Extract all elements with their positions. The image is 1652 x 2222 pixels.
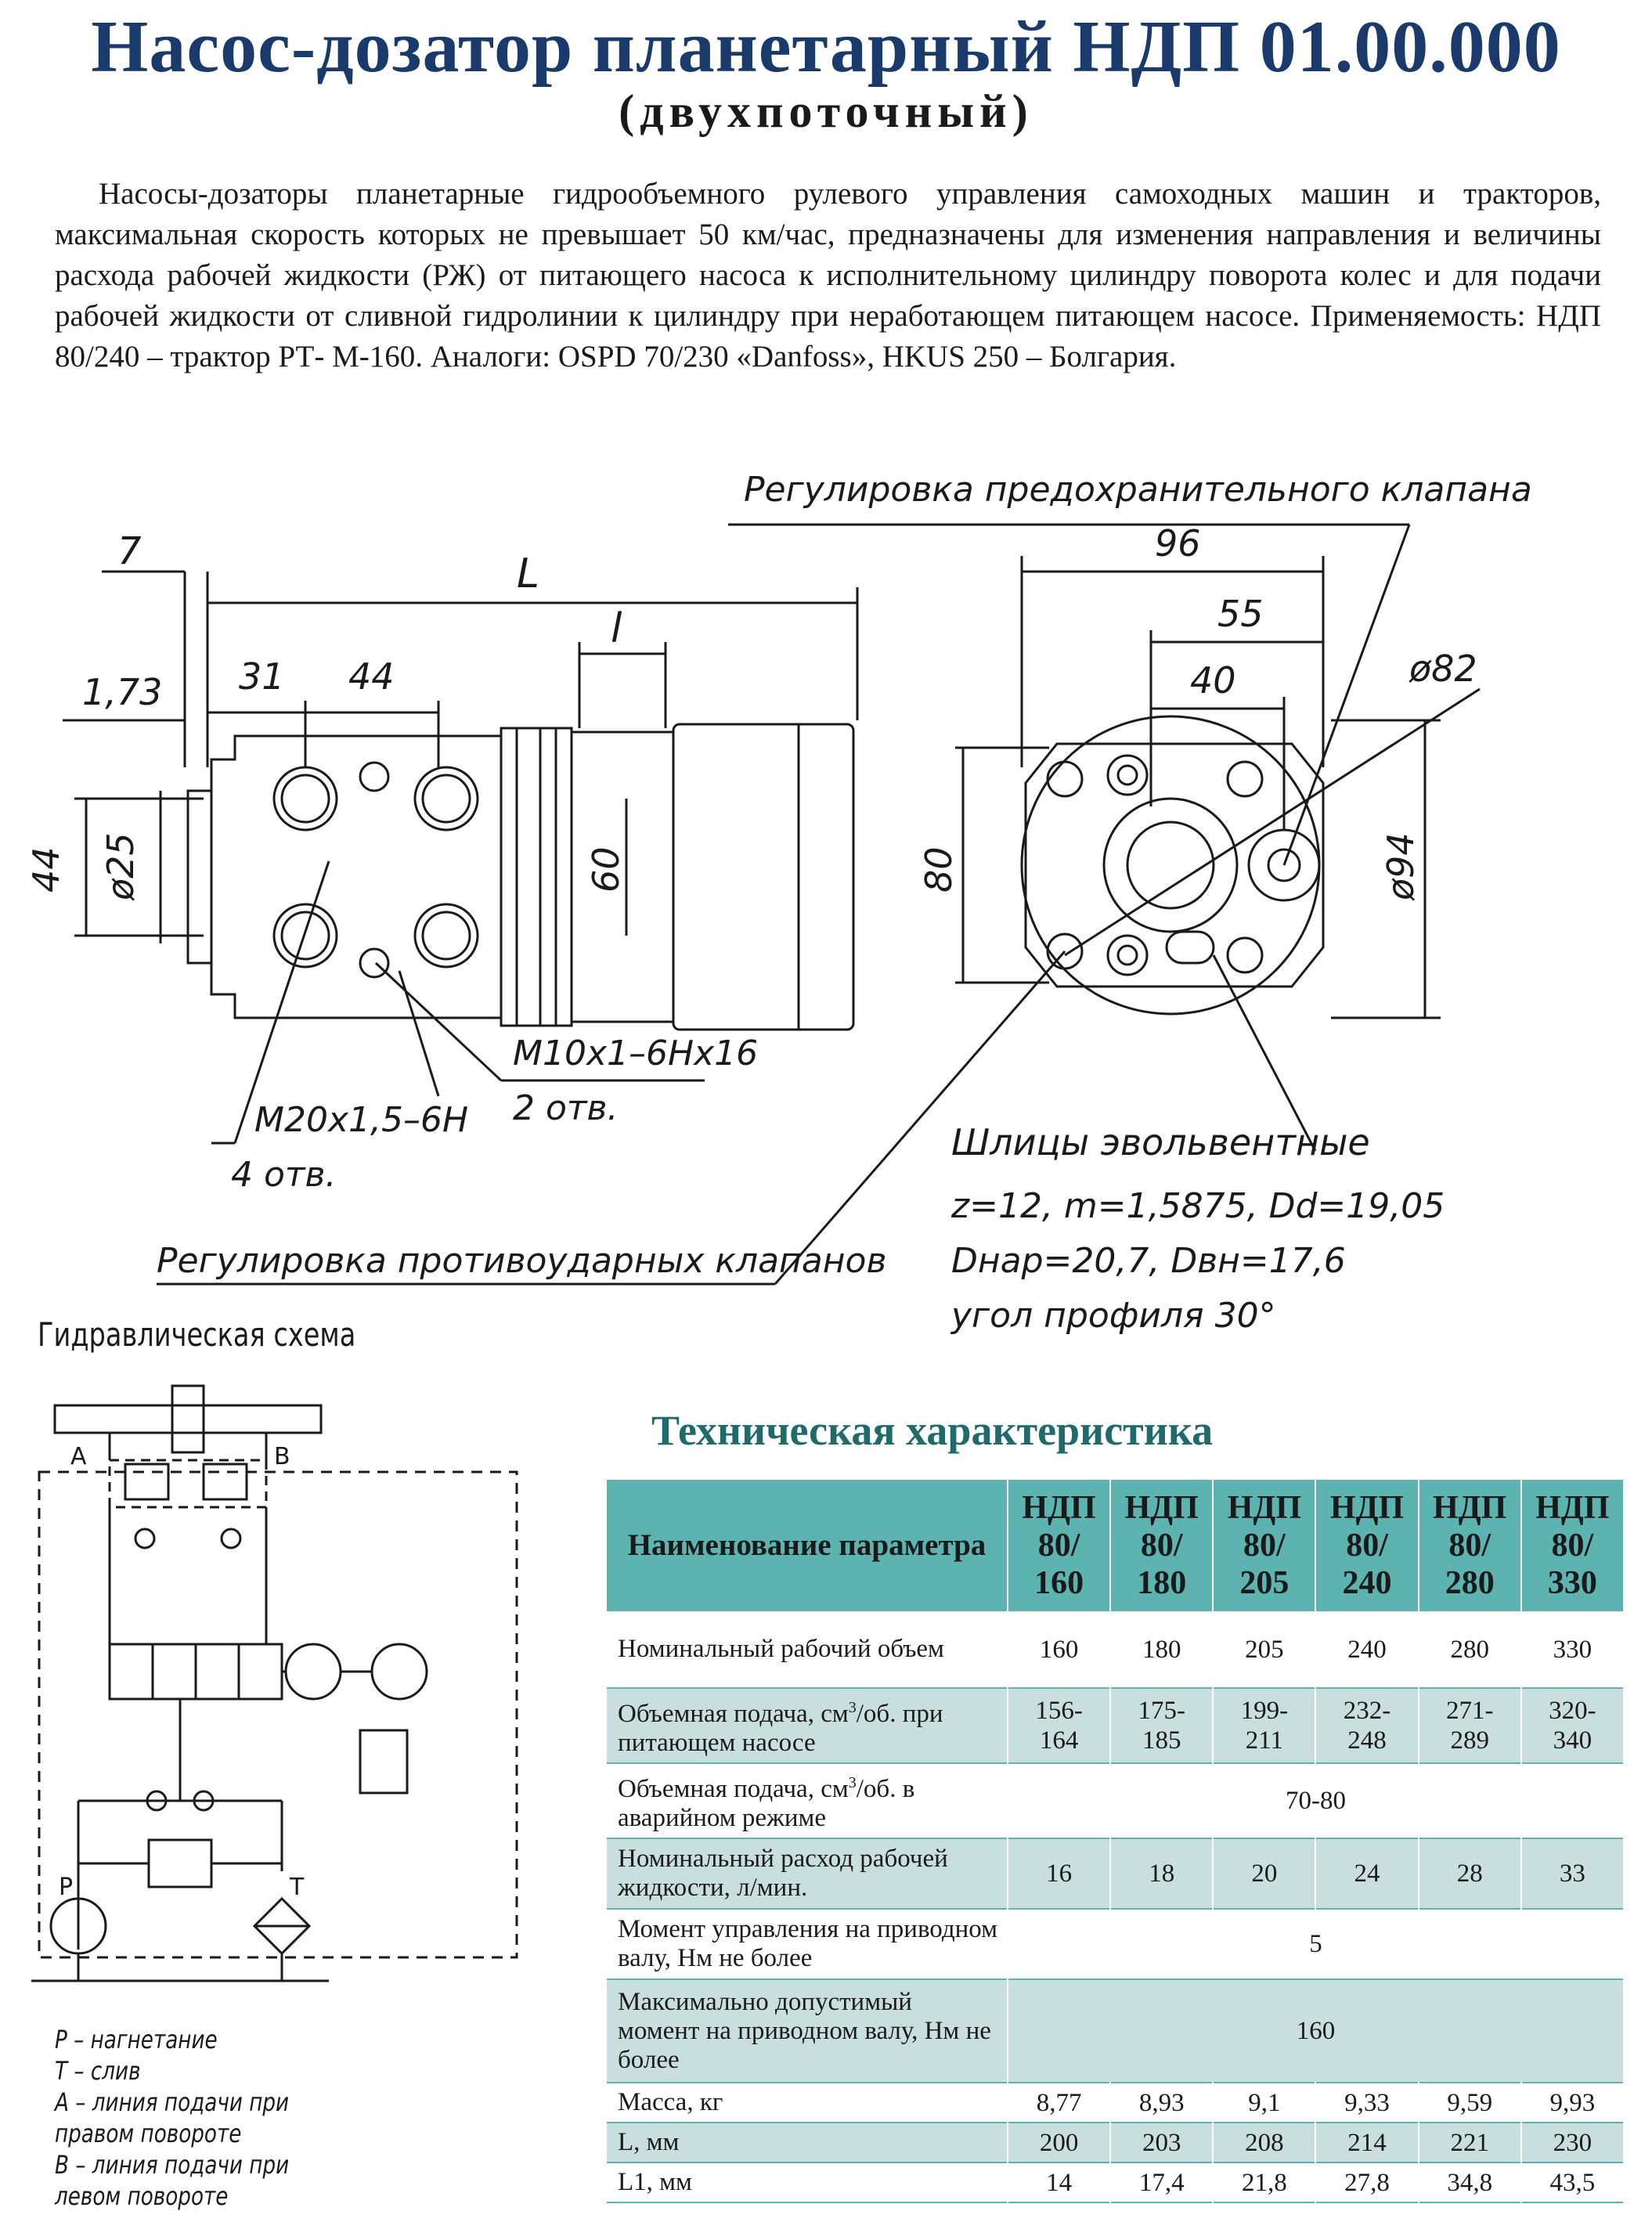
dim-l: l xyxy=(611,605,622,652)
dim-96: 96 xyxy=(1155,522,1201,565)
intro-paragraph: Насосы-дозаторы планетарные гидрообъемно… xyxy=(55,177,1601,373)
spline-line3: угол профиля 30° xyxy=(950,1296,1276,1336)
dim-55: 55 xyxy=(1217,593,1264,635)
legend-line-a1: A – линия подачи при xyxy=(55,2087,290,2117)
port-t-label: T xyxy=(289,1874,305,1901)
antishock-valve-2 xyxy=(202,1463,248,1501)
schema-legend: P – нагнетание T – слив A – линия подачи… xyxy=(55,2024,289,2212)
shaft-circle xyxy=(1102,797,1239,933)
spline-title: Шлицы эвольвентные xyxy=(951,1121,1370,1163)
page-subtitle: (двухпоточный) xyxy=(619,85,1033,137)
port-hole-1 xyxy=(272,766,338,831)
pump-shaft-stub xyxy=(186,789,213,965)
schema-boundary xyxy=(38,1470,518,1959)
table-row: Момент управления на приводном валу, Нм … xyxy=(607,1909,1625,1979)
thread-m10-count: 2 отв. xyxy=(513,1088,618,1128)
page-title: Насос-дозатор планетарный НДП 01.00.000 xyxy=(91,6,1561,88)
table-row: Объемная подача, см3/об. при питающем на… xyxy=(607,1688,1625,1763)
spline-line2: Dнар=20,7, Dвн=17,6 xyxy=(951,1241,1346,1281)
port-hole-4 xyxy=(413,903,479,969)
table-row: L, мм 200 203 208 214 221 230 xyxy=(607,2123,1625,2162)
relief-valve xyxy=(359,1729,409,1795)
pressure-relief xyxy=(147,1838,213,1888)
relief-valve-label: Регулировка предохранительного клапана xyxy=(744,470,1532,510)
tech-title: Техническая характеристика xyxy=(651,1407,1214,1454)
thread-m10: M10x1–6Hx16 xyxy=(513,1033,758,1073)
dim-7: 7 xyxy=(117,529,142,573)
dim-d25: ø25 xyxy=(99,832,142,901)
table-row: L1, мм 14 17,4 21,8 27,8 34,8 43,5 xyxy=(607,2162,1625,2202)
legend-line-b2: левом повороте xyxy=(55,2181,229,2211)
dim-L: L xyxy=(517,550,539,597)
pump-ring-section xyxy=(500,727,573,1027)
pump-end-cap xyxy=(672,723,855,1031)
legend-line-p: P – нагнетание xyxy=(55,2025,218,2054)
legend-line-t: T – слив xyxy=(55,2056,141,2086)
steering-cylinder xyxy=(53,1404,323,1434)
port-a-label: A xyxy=(70,1443,87,1470)
hydraulic-schema: A B P T xyxy=(31,1384,518,1982)
dim-d82: ø82 xyxy=(1409,647,1477,690)
port-p-label: P xyxy=(59,1874,73,1901)
thread-hole-2 xyxy=(359,947,390,979)
dim-1-73: 1,73 xyxy=(82,671,162,713)
legend-line-a2: правом повороте xyxy=(55,2119,242,2148)
thread-hole-1 xyxy=(359,761,390,792)
thread-m20-count: 4 отв. xyxy=(231,1155,336,1195)
table-row: Номинальный расход рабочей жидкости, л/м… xyxy=(607,1838,1625,1909)
metering-unit-2 xyxy=(370,1643,428,1701)
dim-31: 31 xyxy=(239,655,285,698)
param-header: Наименование параметра xyxy=(607,1480,1008,1611)
dim-80: 80 xyxy=(918,846,960,893)
dim-d94: ø94 xyxy=(1380,832,1422,901)
front-flange xyxy=(1024,742,1325,988)
port-hole-2 xyxy=(413,766,479,831)
thread-m20: M20x1,5–6H xyxy=(254,1100,468,1140)
table-row: Максимально допустимый момент на приводн… xyxy=(607,1979,1625,2083)
dim-44-top: 44 xyxy=(348,655,395,698)
spline-circle xyxy=(1126,821,1215,910)
table-row: Масса, кг 8,77 8,93 9,1 9,33 9,59 9,93 xyxy=(607,2083,1625,2123)
port-hole-3 xyxy=(272,903,338,969)
port-b-label: B xyxy=(274,1443,290,1470)
dim-60: 60 xyxy=(585,846,627,893)
legend-line-b1: B – линия подачи при xyxy=(55,2150,290,2180)
antishock-label: Регулировка противоударных клапанов xyxy=(157,1241,886,1281)
antishock-valve-1 xyxy=(124,1463,170,1501)
metering-unit-1 xyxy=(284,1643,342,1701)
dim-40: 40 xyxy=(1190,659,1236,702)
schema-title: Гидравлическая схема xyxy=(38,1315,356,1354)
technical-drawing: Регулировка предохранительного клапана 7… xyxy=(25,470,1532,1336)
spline-line1: z=12, m=1,5875, Dd=19,05 xyxy=(950,1186,1445,1226)
table-row: Объемная подача, см3/об. в аварийном реж… xyxy=(607,1763,1625,1838)
table-row: Номинальный рабочий объем 160 180 205 24… xyxy=(607,1611,1625,1688)
dim-44-side: 44 xyxy=(25,846,67,893)
